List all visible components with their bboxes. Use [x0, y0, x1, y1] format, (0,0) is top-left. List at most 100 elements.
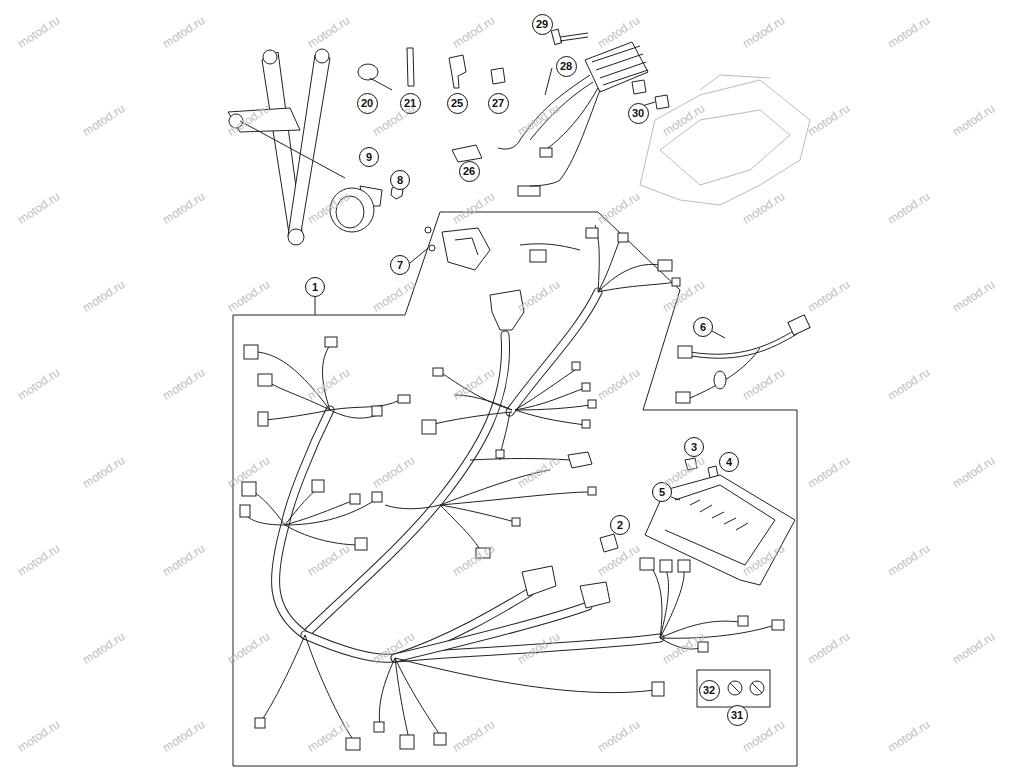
callout-text: 4 [726, 456, 732, 468]
callout-number: 6 [693, 317, 713, 337]
relay-bracket [425, 227, 490, 270]
callout-number: 8 [390, 170, 410, 190]
watermark: motod.ru [740, 717, 787, 755]
watermark: motod.ru [160, 189, 207, 227]
watermark: motod.ru [595, 365, 642, 403]
callout-number: 29 [532, 14, 553, 35]
harness-wires [240, 225, 784, 750]
watermark: motod.ru [225, 629, 272, 667]
leader-lines [315, 68, 737, 707]
sensor-cable [676, 315, 810, 403]
callout-number: 30 [628, 103, 649, 124]
headlight-sketch [640, 75, 810, 205]
watermark: motod.ru [450, 13, 497, 51]
callout-number: 3 [684, 437, 704, 457]
plug-cap [449, 55, 466, 88]
callout-text: 25 [451, 97, 463, 109]
watermark: motod.ru [805, 277, 852, 315]
callout-text: 3 [691, 441, 697, 453]
watermark: motod.ru [805, 629, 852, 667]
watermark: motod.ru [740, 13, 787, 51]
control-unit [645, 475, 795, 585]
callout-text: 2 [617, 519, 623, 531]
harness-tubes [275, 292, 660, 658]
callout-number: 9 [359, 147, 379, 167]
watermark: motod.ru [515, 101, 562, 139]
watermark: motod.ru [450, 717, 497, 755]
callout-text: 6 [700, 321, 706, 333]
callout-number: 7 [390, 255, 410, 275]
callout-number: 25 [447, 93, 468, 114]
watermark: motod.ru [950, 101, 997, 139]
watermark: motod.ru [160, 365, 207, 403]
callout-number: 20 [357, 93, 378, 114]
watermark: motod.ru [15, 365, 62, 403]
watermark: motod.ru [885, 541, 932, 579]
watermark: motod.ru [80, 101, 127, 139]
watermark: motod.ru [515, 277, 562, 315]
bolt [551, 29, 588, 44]
watermark: motod.ru [15, 717, 62, 755]
watermark: motod.ru [305, 717, 352, 755]
watermark: motod.ru [370, 277, 417, 315]
watermark: motod.ru [885, 13, 932, 51]
watermark: motod.ru [80, 453, 127, 491]
watermark: motod.ru [80, 629, 127, 667]
callout-text: 20 [361, 97, 373, 109]
watermark: motod.ru [950, 629, 997, 667]
clip [655, 95, 669, 109]
callout-text: 5 [659, 486, 665, 498]
callout-number: 4 [719, 452, 739, 472]
watermark: motod.ru [885, 365, 932, 403]
group-frame [233, 212, 797, 766]
callout-number: 28 [556, 56, 577, 77]
callout-number: 31 [727, 705, 748, 726]
watermark: motod.ru [15, 541, 62, 579]
clip [452, 145, 482, 162]
watermark: motod.ru [225, 277, 272, 315]
callout-text: 28 [560, 60, 572, 72]
watermark: motod.ru [805, 101, 852, 139]
watermark: motod.ru [160, 13, 207, 51]
kit-frame [697, 670, 770, 707]
callout-text: 32 [703, 684, 715, 696]
watermark: motod.ru [305, 541, 352, 579]
watermark: motod.ru [950, 277, 997, 315]
cable-tie-tail [370, 78, 392, 90]
callout-text: 27 [492, 97, 504, 109]
watermark: motod.ru [450, 189, 497, 227]
watermark: motod.ru [740, 189, 787, 227]
callout-number: 2 [610, 515, 630, 535]
callout-text: 26 [463, 165, 475, 177]
watermark: motod.ru [160, 541, 207, 579]
watermark: motod.ru [885, 189, 932, 227]
callout-text: 31 [731, 709, 743, 721]
watermark: motod.ru [595, 189, 642, 227]
callout-number: 32 [699, 680, 720, 701]
regulator [498, 42, 648, 196]
clip [632, 80, 646, 94]
watermark: motod.ru [305, 13, 352, 51]
callout-number: 27 [488, 93, 509, 114]
watermark: motod.ru [15, 13, 62, 51]
watermark: motod.ru [370, 453, 417, 491]
callout-text: 8 [397, 174, 403, 186]
watermark: motod.ru [885, 717, 932, 755]
watermark: motod.ru [450, 541, 497, 579]
callout-text: 9 [366, 151, 372, 163]
callout-number: 1 [305, 277, 325, 297]
callout-text: 7 [397, 259, 403, 271]
watermark: motod.ru [305, 365, 352, 403]
terminal [491, 68, 505, 84]
watermark: motod.ru [740, 365, 787, 403]
callout-text: 29 [536, 18, 548, 30]
cable-tie [358, 64, 378, 80]
watermark: motod.ru [805, 453, 852, 491]
watermark: motod.ru [160, 717, 207, 755]
clamp-parts [728, 681, 764, 695]
watermark: motod.ru [595, 13, 642, 51]
harness-connectors [490, 290, 618, 608]
watermark: motod.ru [15, 189, 62, 227]
strap [407, 48, 414, 86]
callout-text: 1 [312, 281, 318, 293]
